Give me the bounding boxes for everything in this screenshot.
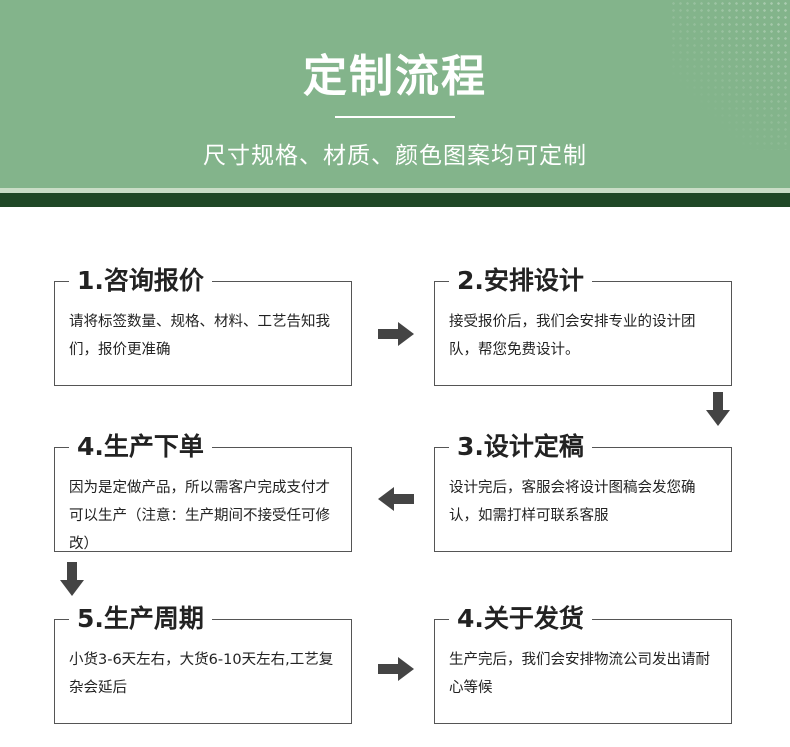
step-text: 请将标签数量、规格、材料、工艺告知我们，报价更准确	[69, 314, 330, 358]
step-card-6: 4.关于发货 生产完后，我们会安排物流公司发出请耐心等候	[434, 602, 732, 724]
step-card-4: 4.生产下单 因为是定做产品，所以需客户完成支付才可以生产（注意：生产期间不接受…	[54, 430, 352, 552]
step-title: 1.咨询报价	[69, 264, 212, 298]
arrow-down-icon	[60, 562, 84, 596]
step-title: 3.设计定稿	[449, 430, 592, 464]
arrow-right-icon	[378, 322, 414, 346]
header-banner: 定制流程 尺寸规格、材质、颜色图案均可定制	[0, 0, 790, 192]
step-title: 2.安排设计	[449, 264, 592, 298]
arrow-right-icon	[378, 657, 414, 681]
step-card-5: 5.生产周期 小货3-6天左右，大货6-10天左右,工艺复杂会延后	[54, 602, 352, 724]
step-text: 小货3-6天左右，大货6-10天左右,工艺复杂会延后	[69, 652, 334, 696]
step-card-1: 1.咨询报价 请将标签数量、规格、材料、工艺告知我们，报价更准确	[54, 264, 352, 386]
banner-border-dark	[0, 193, 790, 207]
step-text: 接受报价后，我们会安排专业的设计团队，帮您免费设计。	[449, 314, 696, 358]
step-title: 4.关于发货	[449, 602, 592, 636]
step-title: 5.生产周期	[69, 602, 212, 636]
page-title: 定制流程	[303, 51, 487, 102]
step-card-3: 3.设计定稿 设计完后，客服会将设计图稿会发您确认，如需打样可联系客服	[434, 430, 732, 552]
arrow-down-icon	[706, 392, 730, 426]
step-text: 生产完后，我们会安排物流公司发出请耐心等候	[449, 652, 710, 696]
step-text: 因为是定做产品，所以需客户完成支付才可以生产（注意：生产期间不接受任可修改）	[69, 480, 330, 552]
banner-border-light	[0, 188, 790, 193]
step-card-2: 2.安排设计 接受报价后，我们会安排专业的设计团队，帮您免费设计。	[434, 264, 732, 386]
arrow-left-icon	[378, 487, 414, 511]
step-text: 设计完后，客服会将设计图稿会发您确认，如需打样可联系客服	[449, 480, 696, 524]
page-subtitle: 尺寸规格、材质、颜色图案均可定制	[203, 143, 587, 169]
title-divider	[335, 116, 455, 118]
dot-pattern-decoration	[670, 0, 790, 150]
step-title: 4.生产下单	[69, 430, 212, 464]
